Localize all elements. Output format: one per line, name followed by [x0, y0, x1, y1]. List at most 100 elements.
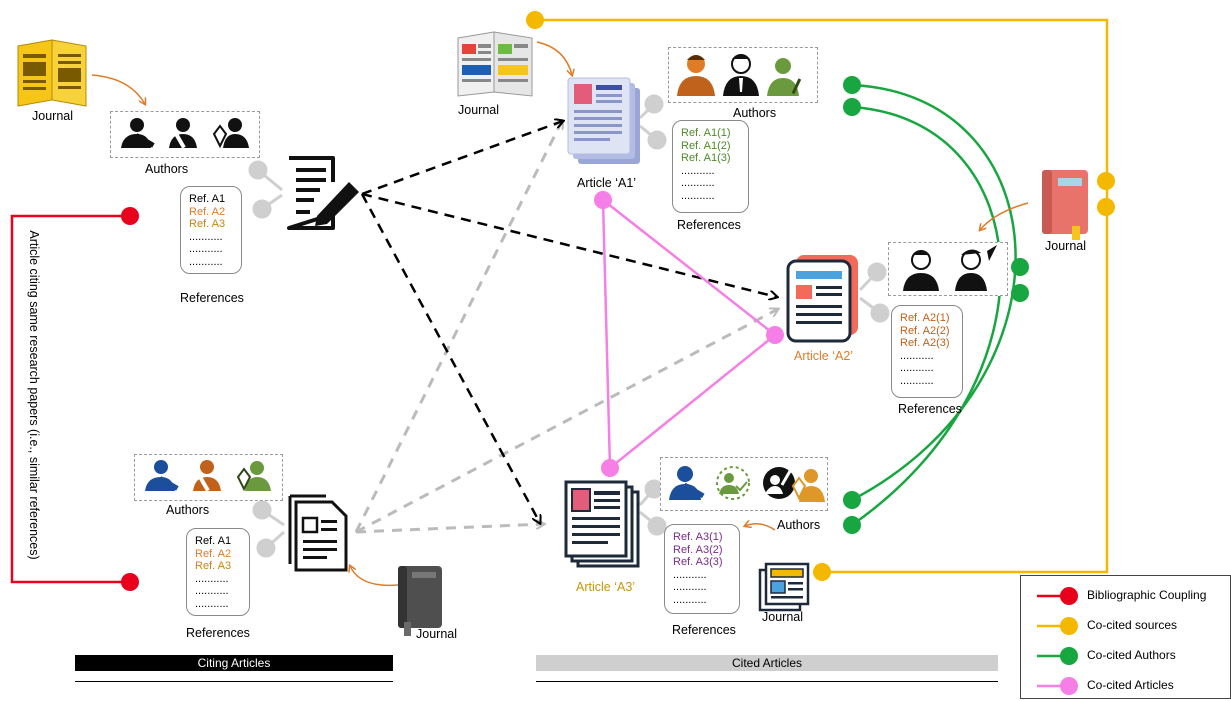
- ref-line: ...........: [900, 374, 934, 387]
- side-note-vertical: Article citing same research papers (i.e…: [27, 230, 41, 560]
- ref-line: Ref. A2(2): [900, 324, 950, 337]
- references-box-citing-bottom: Ref. A1 Ref. A2 Ref. A3 ........... ....…: [186, 528, 250, 616]
- writer-blue-icon: [669, 466, 705, 500]
- references-box-a2: Ref. A2(1) Ref. A2(2) Ref. A2(3) .......…: [891, 305, 963, 398]
- references-label-citing-top: References: [180, 291, 244, 305]
- ref-line: Ref. A2(3): [900, 337, 950, 349]
- cited-articles-bar: Cited Articles: [536, 655, 998, 671]
- ref-line: ...........: [673, 581, 707, 593]
- references-label-a2: References: [898, 402, 962, 416]
- businessman-icon: [723, 54, 759, 96]
- authors-label-a3: Authors: [777, 518, 821, 532]
- ref-line: Ref. A3(1): [673, 531, 723, 543]
- authors-box-citing-top: [110, 111, 260, 158]
- authors-label-citing-bottom: Authors: [166, 503, 210, 517]
- legend: Bibliographic Coupling Co-cited sources …: [1020, 575, 1231, 699]
- ref-line: ...........: [195, 597, 229, 610]
- authors-box-a2: [888, 242, 1008, 296]
- article-a2-icon: [786, 255, 858, 343]
- ref-line: ...........: [195, 585, 229, 597]
- authors-box-citing-bottom: [134, 454, 283, 501]
- article-a1-icon: [567, 77, 640, 164]
- references-label-a3: References: [672, 623, 736, 637]
- legend-item-sources: Co-cited sources: [1021, 611, 1231, 641]
- journal-label-right: Journal: [1045, 239, 1086, 253]
- person-icon: [903, 250, 939, 291]
- ref-line: Ref. A2: [195, 547, 232, 560]
- ref-line: Ref. A1: [195, 535, 232, 547]
- connector-stubs: [248, 94, 890, 558]
- journal-label-a1: Journal: [458, 103, 499, 117]
- ref-line: ...........: [681, 189, 715, 202]
- ref-line: ...........: [189, 243, 223, 255]
- ref-line: Ref. A1(3): [681, 152, 731, 164]
- ref-line: Ref. A3(2): [673, 543, 723, 556]
- author-pen-icon: [212, 118, 249, 149]
- authors-label-citing-top: Authors: [145, 162, 189, 176]
- newspaper-icon: [17, 39, 87, 107]
- ref-line: ...........: [189, 230, 223, 243]
- co-cited-articles-triangle: [594, 191, 784, 477]
- man-orange-icon: [677, 55, 715, 96]
- legend-item-articles: Co-cited Articles: [1021, 671, 1231, 701]
- journal-arrows: [91, 41, 1029, 587]
- ref-line: ...........: [195, 572, 229, 585]
- journal-label-bottom: Journal: [416, 627, 457, 641]
- book-journal-icon-bottom: [398, 566, 442, 636]
- legend-item-bibliographic: Bibliographic Coupling: [1021, 581, 1231, 611]
- bibliographic-coupling-line: [10, 207, 139, 591]
- article-a3-label: Article ‘A3’: [576, 580, 636, 594]
- ref-line: Ref. A3: [189, 218, 226, 230]
- journal-label-top-left: Journal: [32, 109, 73, 123]
- divider: [75, 681, 393, 682]
- authors-box-a3: [660, 457, 828, 511]
- author-green-icon: [767, 58, 802, 96]
- citing-article-icon-top: [287, 156, 359, 230]
- journal-label-a3: Journal: [762, 610, 803, 624]
- co-cited-sources-line: [526, 11, 1115, 581]
- black-citation-arrows: [360, 121, 777, 523]
- legend-label: Co-cited sources: [1087, 618, 1178, 632]
- legend-item-authors: Co-cited Authors: [1021, 641, 1231, 671]
- legend-label: Co-cited Authors: [1087, 648, 1176, 662]
- colorful-newspaper-icon: [457, 31, 533, 97]
- writer-person-icon: [121, 118, 155, 148]
- ref-line: Ref. A3(3): [673, 556, 723, 568]
- ref-line: ...........: [681, 164, 715, 177]
- divider: [536, 681, 998, 682]
- ref-line: Ref. A1(1): [681, 127, 731, 139]
- writer-blue-icon: [145, 460, 179, 491]
- ref-line: Ref. A1(2): [681, 139, 731, 152]
- article-a1-label: Article ‘A1’: [577, 176, 637, 190]
- references-box-a3: Ref. A3(1) Ref. A3(2) Ref. A3(3) .......…: [664, 524, 740, 614]
- book-journal-icon-right: [1042, 170, 1088, 240]
- references-label-citing-bottom: References: [186, 626, 250, 640]
- writer-orange-icon: [193, 460, 221, 492]
- references-label-a1: References: [677, 218, 741, 232]
- authors-label-a1: Authors: [733, 106, 777, 120]
- artist-palette-icon: [763, 467, 795, 499]
- author-pen-orange-icon: [791, 469, 825, 502]
- citing-articles-bar: Citing Articles: [75, 655, 393, 671]
- ref-line: Ref. A2(1): [900, 312, 950, 324]
- references-box-citing-top: Ref. A1 Ref. A2 Ref. A3 ........... ....…: [180, 186, 242, 274]
- author-pen-green-icon: [236, 461, 271, 492]
- authors-box-a1: [668, 47, 818, 103]
- writer-pen-person-icon: [169, 118, 197, 149]
- citing-article-icon-bottom: [288, 494, 348, 572]
- references-box-a1: Ref. A1(1) Ref. A1(2) Ref. A1(3) .......…: [672, 120, 749, 213]
- verified-author-icon: [716, 466, 750, 500]
- ref-line: ...........: [189, 255, 223, 268]
- ref-line: Ref. A3: [195, 560, 232, 572]
- small-newspaper-icon: [758, 562, 810, 612]
- ref-line: Ref. A1: [189, 193, 226, 205]
- ref-line: ...........: [900, 362, 934, 374]
- legend-label: Co-cited Articles: [1087, 678, 1174, 692]
- article-a3-icon: [564, 480, 640, 568]
- ref-line: Ref. A2: [189, 205, 226, 218]
- ref-line: ...........: [673, 568, 707, 581]
- writer-quill-icon: [955, 245, 997, 291]
- ref-line: ...........: [673, 593, 707, 606]
- ref-line: ...........: [900, 349, 934, 362]
